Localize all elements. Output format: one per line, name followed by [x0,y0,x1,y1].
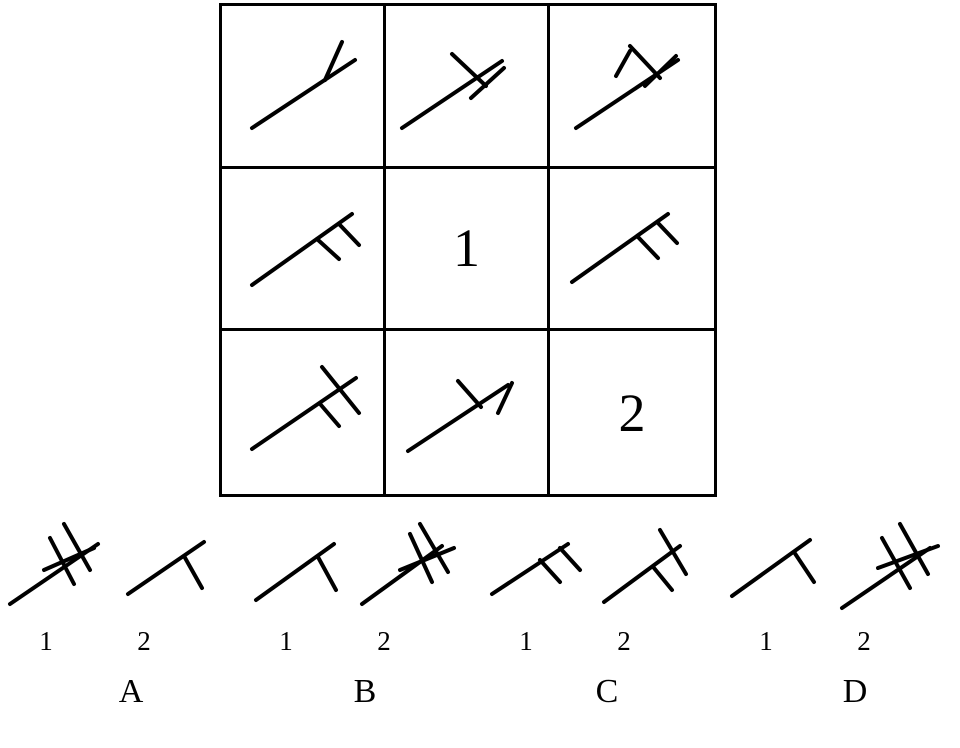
option-b-figures [240,512,480,624]
answer-options-row: 1 2 A [0,512,960,748]
cell-number-2: 2 [618,382,646,443]
option-a-numbers: 1 2 [0,624,240,664]
figure-number-2: 2 [377,626,391,656]
option-c-figure-1 [482,512,600,624]
figure-line-with-ticks [602,528,688,604]
option-a-figure-1 [2,512,120,624]
answer-option-b[interactable]: 1 2 B [240,512,480,748]
answer-option-c[interactable]: 1 2 C [480,512,720,748]
figure-line-with-ticks [406,379,514,454]
option-letter-c[interactable]: C [595,673,619,710]
figure-number-1: 1 [279,626,293,656]
figure-line-with-ticks [250,365,361,452]
matrix-grid: 1 2 [219,3,717,497]
figure-number-1: 1 [759,626,773,656]
option-letter-b[interactable]: B [353,673,377,710]
option-b-figure-2 [358,512,476,624]
option-d-figures [720,512,960,624]
option-d-figure-1 [722,512,840,624]
figure-line-with-ticks [250,211,361,287]
grid-cell-r2c2[interactable]: 1 [386,168,550,332]
option-c-numbers: 1 2 [480,624,720,664]
figure-line-with-ticks [574,44,680,130]
grid-cell-r3c1[interactable] [222,331,386,494]
figure-number-2: 2 [137,626,151,656]
option-d-figure-2 [838,512,956,624]
figure-line-with-ticks [254,542,338,602]
option-a-figure-2 [118,512,236,624]
option-c-figure-2 [598,512,716,624]
figure-line-with-ticks [126,540,206,596]
figure-line-with-ticks [8,522,100,606]
figure-number-1: 1 [39,626,53,656]
answer-option-d[interactable]: 1 2 D [720,512,960,748]
option-c-figures [480,512,720,624]
figure-line-with-ticks [360,522,456,606]
figure-line-with-ticks [490,542,582,596]
figure-line-with-ticks [840,522,940,610]
option-d-numbers: 1 2 [720,624,960,664]
figure-line-with-ticks [250,40,357,130]
figure-number-1: 1 [519,626,533,656]
figure-line-with-ticks [400,52,506,130]
option-letter-a[interactable]: A [118,673,144,710]
grid-cell-r1c3[interactable] [550,6,714,169]
grid-cell-r2c1[interactable] [222,168,386,332]
cell-number-1: 1 [453,218,480,279]
grid-cell-r3c2[interactable] [386,331,550,494]
grid-cell-r1c1[interactable] [222,6,386,169]
figure-number-2: 2 [857,626,871,656]
option-letter-d[interactable]: D [842,673,868,710]
grid-cell-r1c2[interactable] [386,6,550,169]
figure-number-2: 2 [617,626,631,656]
option-b-numbers: 1 2 [240,624,480,664]
grid-cell-r3c3[interactable]: 2 [550,331,714,494]
option-b-figure-1 [242,512,360,624]
answer-option-a[interactable]: 1 2 A [0,512,240,748]
option-a-figures [0,512,240,624]
figure-line-with-ticks [570,211,679,284]
figure-line-with-ticks [730,538,816,598]
grid-cell-r2c3[interactable] [550,169,714,332]
